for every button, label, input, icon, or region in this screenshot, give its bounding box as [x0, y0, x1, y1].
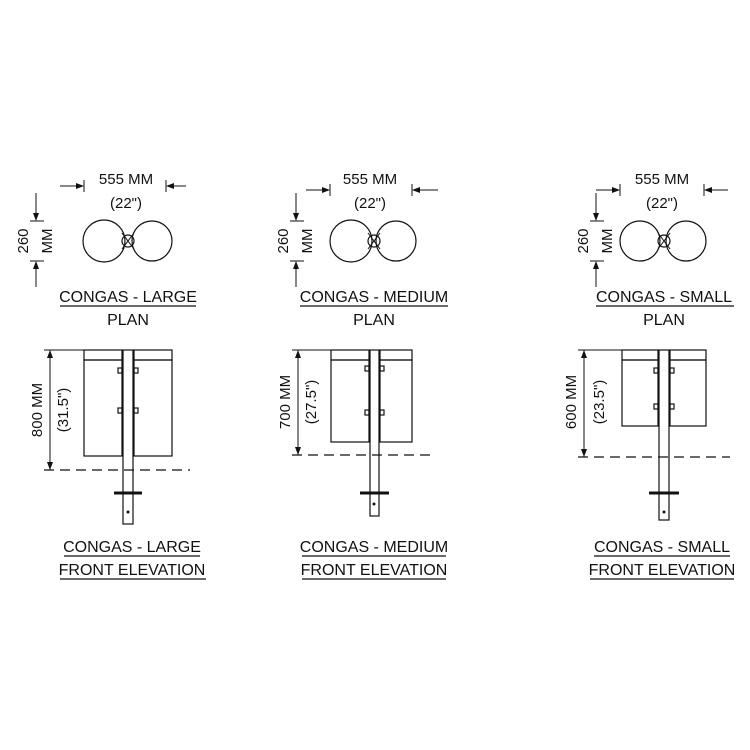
- plan-depth-unit: MM: [299, 229, 316, 254]
- drawing-small: 555 MM (22") 260 MM: [563, 171, 736, 580]
- plan-depth-dimension: 260 MM: [575, 193, 616, 287]
- plan-drums-outline: [329, 219, 417, 263]
- drawing-large: 555 MM (22") 260 MM: [15, 171, 206, 580]
- plan-caption: CONGAS - LARGE: [59, 289, 197, 306]
- elevation-height-dimension: 700 MM (27.5"): [277, 349, 338, 455]
- plan-depth-unit: MM: [599, 229, 616, 254]
- elevation-view-medium: 700 MM (27.5") CONGAS - MEDIUM FRONT ELE…: [277, 349, 448, 580]
- plan-depth-number: 260: [15, 228, 32, 253]
- elevation-height-mm: 600 MM: [563, 375, 580, 429]
- plan-view-small: 555 MM (22") 260 MM: [575, 171, 734, 329]
- plan-depth-dimension: 260 MM: [275, 193, 316, 287]
- plan-caption: CONGAS - MEDIUM: [300, 289, 448, 306]
- elevation-subcaption: FRONT ELEVATION: [59, 562, 206, 579]
- elevation-subcaption: FRONT ELEVATION: [301, 562, 448, 579]
- plan-view-medium: 555 MM (22") 260 MM: [275, 171, 448, 329]
- elevation-caption: CONGAS - MEDIUM: [300, 539, 448, 556]
- plan-drums-outline: [619, 220, 707, 262]
- plan-width-label: 555 MM: [635, 171, 689, 188]
- elevation-subcaption: FRONT ELEVATION: [589, 562, 736, 579]
- elevation-drums: [330, 349, 413, 517]
- plan-width-inch-label: (22"): [646, 195, 678, 212]
- elevation-drums: [83, 349, 173, 525]
- elevation-drums: [621, 349, 707, 521]
- elevation-view-large: 800 MM (31.5") CONGAS - LARGE FRONT ELEV…: [29, 349, 206, 580]
- plan-width-arrows: [596, 184, 728, 196]
- plan-drums-outline: [82, 219, 173, 263]
- elevation-height-inch: (27.5"): [303, 380, 320, 425]
- plan-caption: CONGAS - SMALL: [596, 289, 732, 306]
- elevation-height-inch: (31.5"): [55, 388, 72, 433]
- elevation-height-mm: 700 MM: [277, 375, 294, 429]
- plan-width-inch-label: (22"): [354, 195, 386, 212]
- plan-depth-number: 260: [575, 228, 592, 253]
- plan-width-label: 555 MM: [343, 171, 397, 188]
- plan-view-large: 555 MM (22") 260 MM: [15, 171, 197, 329]
- elevation-caption: CONGAS - SMALL: [594, 539, 730, 556]
- elevation-height-dimension: 800 MM (31.5"): [29, 349, 92, 470]
- elevation-height-inch: (23.5"): [591, 380, 608, 425]
- elevation-caption: CONGAS - LARGE: [63, 539, 201, 556]
- elevation-height-mm: 800 MM: [29, 383, 46, 437]
- plan-width-arrows: [60, 180, 186, 192]
- plan-width-label: 555 MM: [99, 171, 153, 188]
- plan-depth-unit: MM: [39, 229, 56, 254]
- plan-subcaption: PLAN: [353, 312, 395, 329]
- plan-subcaption: PLAN: [107, 312, 149, 329]
- plan-depth-dimension: 260 MM: [15, 193, 56, 287]
- plan-width-inch-label: (22"): [110, 195, 142, 212]
- plan-depth-number: 260: [275, 228, 292, 253]
- elevation-height-dimension: 600 MM (23.5"): [563, 349, 628, 457]
- plan-subcaption: PLAN: [643, 312, 685, 329]
- drawing-medium: 555 MM (22") 260 MM: [275, 171, 448, 580]
- plan-width-arrows: [306, 184, 438, 196]
- elevation-view-small: 600 MM (23.5") CONGAS - SMALL FRONT ELEV…: [563, 349, 736, 580]
